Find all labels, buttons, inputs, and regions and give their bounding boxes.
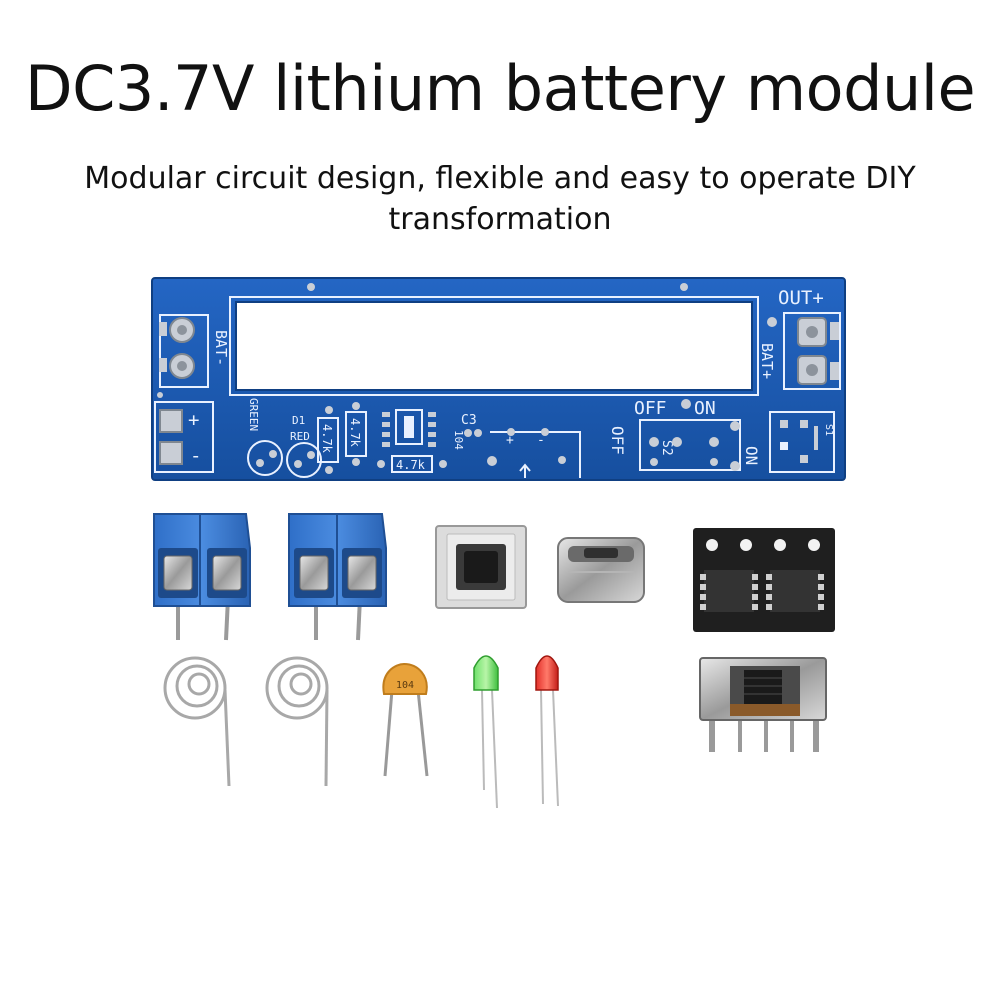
label-minus: - <box>190 445 201 467</box>
led-red <box>535 655 559 807</box>
terminal-block-1 <box>153 513 251 641</box>
bat-minus-pads <box>159 314 209 388</box>
ic-footprint <box>382 409 436 447</box>
tactile-switch <box>435 525 527 609</box>
label-c3-value: 104 <box>452 430 465 450</box>
label-d1: D1 <box>292 414 305 427</box>
battery-spring-1 <box>163 656 231 787</box>
led-green-footprint <box>247 440 283 476</box>
label-red: RED <box>290 430 310 443</box>
subtitle-line-1: Modular circuit design, flexible and eas… <box>84 161 916 196</box>
label-r2: 4.7k <box>348 418 362 448</box>
battery-spring-2 <box>265 656 329 787</box>
label-off-side: OFF <box>608 426 627 455</box>
label-s2: S2 <box>659 440 674 456</box>
subtitle-line-2: transformation <box>388 202 612 237</box>
label-r1: 4.7k <box>320 424 334 454</box>
led-red-footprint <box>286 442 322 478</box>
label-s1: S1 <box>823 424 834 436</box>
label-r3: 4.7k <box>396 458 426 472</box>
svg-text:+: + <box>506 433 514 448</box>
label-green: GREEN <box>247 398 260 431</box>
ceramic-capacitor: 104 <box>382 662 429 777</box>
svg-text:-: - <box>537 433 545 448</box>
capacitor-marking: 104 <box>396 680 414 691</box>
terminal-block-2 <box>288 513 387 641</box>
label-c3: C3 <box>461 413 477 428</box>
label-on-top: ON <box>694 398 716 419</box>
label-bat-plus: BAT+ <box>758 343 776 379</box>
input-terminal-pads <box>154 401 214 473</box>
label-out-plus: OUT+ <box>778 287 824 309</box>
label-plus: + <box>188 409 199 431</box>
usb-c-connector <box>557 537 645 603</box>
label-on-side: ON <box>742 446 761 465</box>
label-bat-minus: BAT- <box>212 330 230 366</box>
bat-plus-pads <box>767 312 841 390</box>
battery-window <box>235 301 753 391</box>
led-green <box>473 655 499 809</box>
s1-footprint <box>769 411 835 473</box>
slide-switch <box>699 657 827 752</box>
usb-footprint: + - <box>490 428 581 478</box>
page-title: DC3.7V lithium battery module <box>24 52 976 125</box>
page-subtitle: Modular circuit design, flexible and eas… <box>55 158 945 240</box>
label-off-top: OFF <box>634 398 667 419</box>
pcb-board: BAT- OUT+ BAT+ + - GREEN <box>151 277 846 481</box>
ic-chips-tape <box>693 528 835 632</box>
